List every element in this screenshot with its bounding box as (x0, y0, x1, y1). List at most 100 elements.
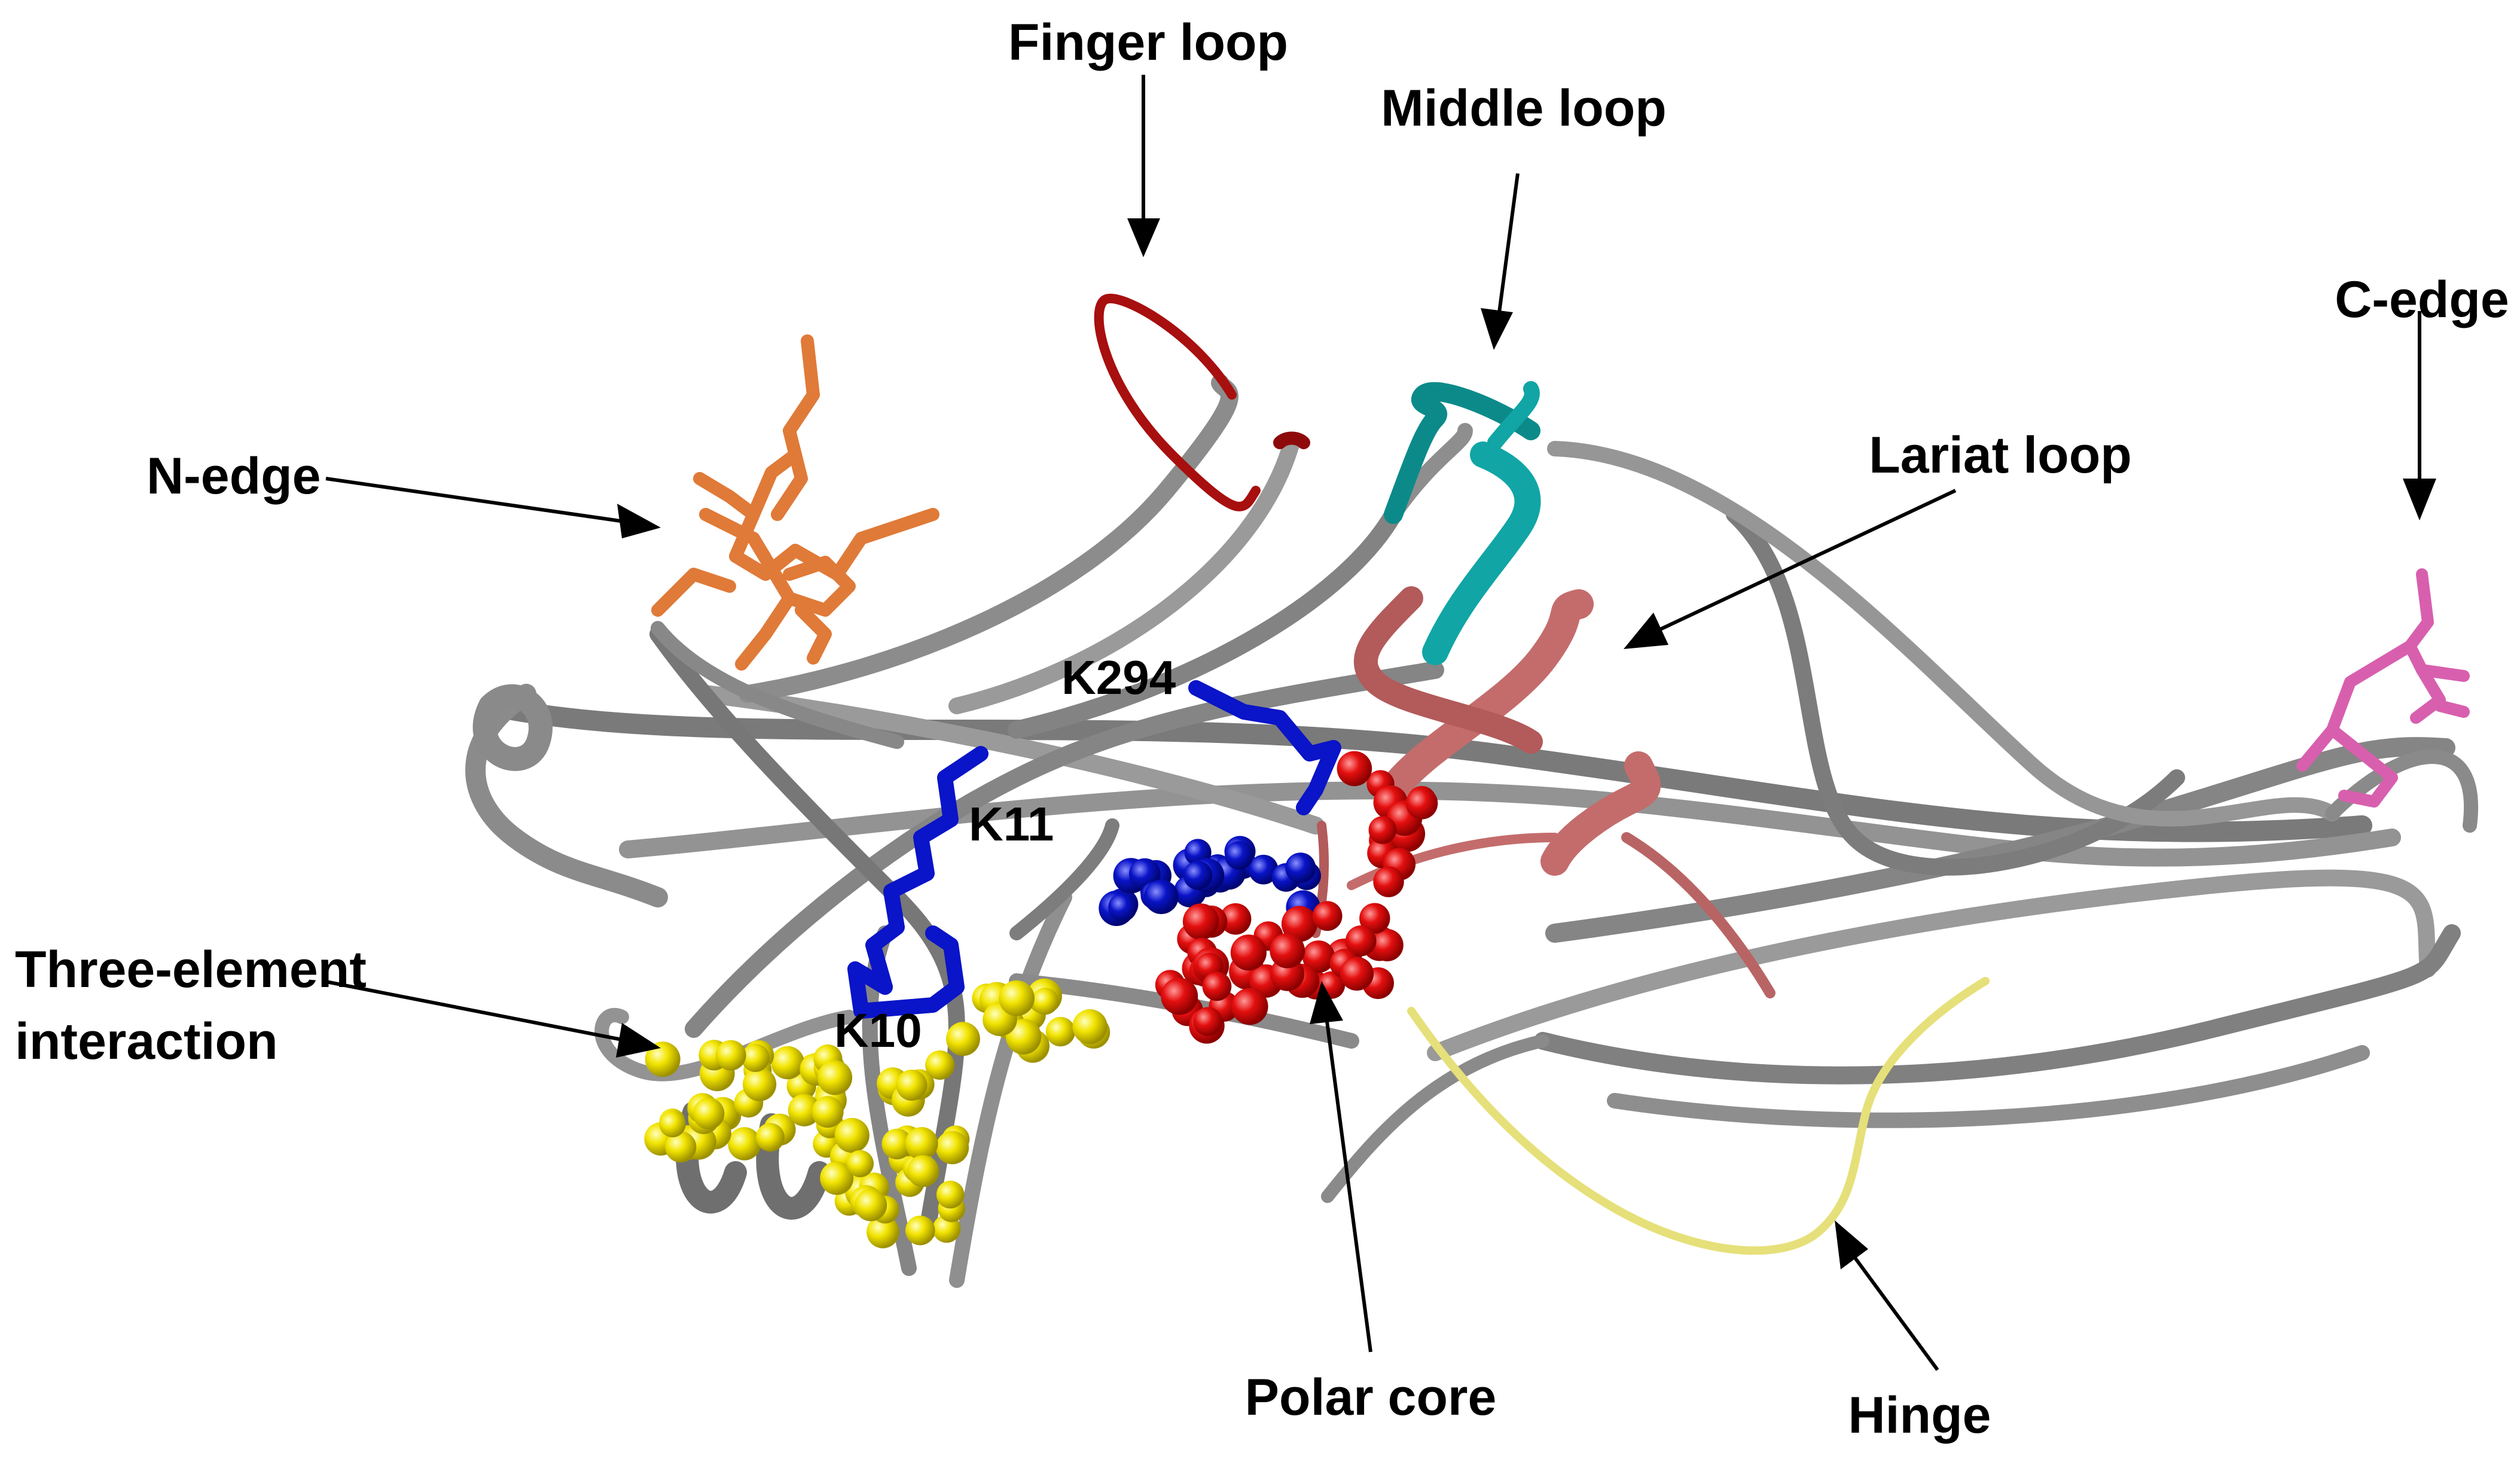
atom-sphere (936, 1180, 965, 1209)
finger-loop-ribbon (1094, 294, 1261, 511)
c-edge-residues (2296, 568, 2470, 808)
backbone-strand (1534, 924, 2461, 1085)
lariat-loop-arrow (1624, 489, 1957, 649)
middle-loop-ribbon (1384, 381, 1541, 665)
hinge-arrow (1835, 1220, 1939, 1371)
atom-sphere (817, 1060, 853, 1095)
atom-sphere (741, 1043, 770, 1072)
atom-sphere (715, 1040, 746, 1071)
k11-stick (865, 746, 989, 995)
atom-sphere (1249, 854, 1279, 885)
atom-sphere (1285, 852, 1316, 884)
atom-sphere (659, 1110, 686, 1138)
atom-sphere (1312, 901, 1343, 931)
three-element-arrow (322, 979, 661, 1058)
atom-sphere (1373, 866, 1404, 897)
atom-sphere (1032, 988, 1059, 1015)
backbone-strand (1321, 1034, 1549, 1203)
atom-sphere (999, 980, 1035, 1016)
backbone-helix (472, 684, 553, 771)
label-c-edge: C-edge (2335, 271, 2509, 328)
n-edge-residues (651, 334, 939, 671)
atom-sphere (1302, 940, 1335, 973)
label-hinge: Hinge (1848, 1387, 1991, 1444)
label-three-element: Three-element (15, 941, 367, 998)
atom-sphere (946, 1022, 980, 1056)
backbone-strand (949, 890, 1072, 1288)
annotation-arrows (322, 75, 2436, 1371)
atom-sphere (834, 1117, 870, 1153)
backbone-strand (1547, 441, 2340, 827)
atom-sphere (1182, 903, 1219, 940)
lariat-loop-ribbon (1311, 586, 1775, 998)
finger-loop-ribbon (1273, 431, 1310, 449)
three-element-spheres (644, 978, 1110, 1248)
backbone-strand (948, 434, 1300, 714)
atom-sphere (1281, 906, 1318, 942)
atom-sphere (896, 1070, 928, 1101)
backbone-strand (1427, 869, 2436, 1061)
atom-sphere (1359, 903, 1390, 934)
atom-sphere (881, 1128, 913, 1160)
atom-sphere (1108, 893, 1137, 922)
finger-loop-arrow (1127, 75, 1160, 257)
atom-sphere (692, 1098, 725, 1129)
atom-sphere (855, 1189, 887, 1222)
atom-sphere (1219, 903, 1252, 935)
atom-sphere (905, 1127, 938, 1161)
atom-sphere (756, 1123, 785, 1152)
backbone-strand (685, 661, 1444, 1038)
atom-sphere (846, 1150, 874, 1178)
atom-sphere (1405, 787, 1438, 820)
atom-sphere (1345, 925, 1377, 957)
atom-sphere (1371, 928, 1404, 962)
polar-core-red-spheres (1155, 751, 1438, 1044)
label-n-edge: N-edge (147, 447, 321, 505)
label-lariat-loop: Lariat loop (1869, 427, 2132, 484)
backbone-strand (651, 621, 904, 749)
atom-sphere (820, 1161, 854, 1195)
backbone-strand (2325, 750, 2478, 833)
atom-sphere (1270, 933, 1305, 968)
backbone-strand (1607, 1045, 2370, 1128)
k10-stick (847, 925, 965, 1019)
k294-stick (1188, 680, 1341, 815)
label-k11: K11 (969, 797, 1054, 851)
atom-sphere (1144, 879, 1179, 915)
hinge-loop (1407, 977, 1990, 1255)
atom-sphere (905, 1216, 935, 1245)
backbone-strand (619, 781, 2401, 867)
atom-sphere (1340, 957, 1374, 991)
atom-sphere (867, 1216, 899, 1248)
atom-sphere (1183, 861, 1213, 890)
middle-loop-arrow (1481, 173, 1520, 350)
atom-sphere (771, 1046, 804, 1080)
backbone-strand (1009, 818, 1119, 940)
atom-sphere (1045, 1017, 1075, 1047)
backbone-strand (1008, 505, 1402, 739)
atom-sphere (907, 1155, 939, 1187)
atom-sphere (1368, 816, 1397, 844)
atom-sphere (788, 1094, 820, 1126)
atom-sphere (1202, 971, 1232, 1001)
polar-core-arrow (1310, 981, 1372, 1353)
label-polar-core: Polar core (1245, 1369, 1497, 1426)
atom-sphere (1193, 1007, 1223, 1036)
atom-sphere (1161, 977, 1198, 1015)
atom-sphere (728, 1127, 761, 1161)
lysine-sticks (847, 680, 1341, 1019)
atom-sphere (1230, 934, 1267, 971)
label-middle-loop: Middle loop (1381, 80, 1667, 137)
atom-sphere (811, 1096, 844, 1128)
atom-sphere (743, 1067, 777, 1101)
label-k10: K10 (834, 1004, 922, 1057)
n-edge-arrow (325, 477, 661, 538)
atom-sphere (1225, 841, 1253, 870)
atom-sphere (645, 1041, 681, 1077)
label-interaction: interaction (15, 1013, 278, 1070)
label-finger-loop: Finger loop (1008, 14, 1288, 71)
atom-sphere (665, 1131, 697, 1163)
atom-sphere (1231, 988, 1268, 1025)
polar-core-blue-spheres (1099, 836, 1322, 927)
